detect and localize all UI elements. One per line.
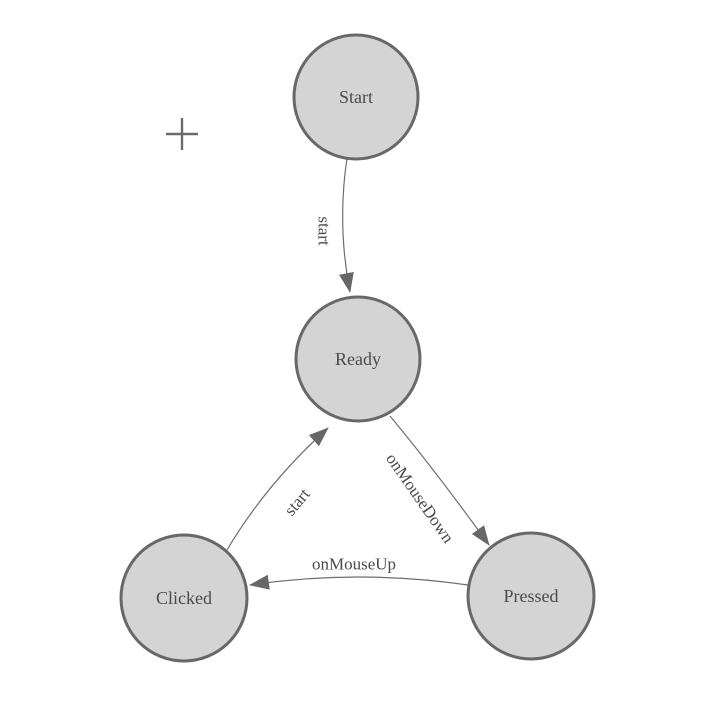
transition-ready-to-pressed[interactable]: onMouseDown: [382, 415, 490, 547]
state-node-clicked[interactable]: Clicked: [119, 533, 249, 663]
transition-label: start: [314, 216, 333, 246]
transition-label: start: [280, 485, 314, 520]
transition-pressed-to-clicked[interactable]: onMouseUp: [249, 555, 469, 590]
state-label: Start: [339, 87, 373, 107]
transition-edge[interactable]: [339, 157, 354, 293]
plus-crosshair-icon: [166, 118, 198, 150]
state-node-pressed[interactable]: Pressed: [466, 531, 596, 661]
transition-clicked-to-ready[interactable]: start: [226, 427, 329, 551]
transition-edge[interactable]: [389, 415, 490, 546]
transition-start-to-ready[interactable]: start: [314, 157, 354, 293]
transition-label: onMouseDown: [382, 450, 458, 547]
state-circle[interactable]: [294, 295, 422, 423]
states-layer: Start Ready Clicked Pressed: [119, 33, 596, 663]
state-node-start[interactable]: Start: [292, 33, 420, 161]
transition-edge[interactable]: [226, 427, 329, 551]
state-circle[interactable]: [119, 533, 249, 663]
transition-label: onMouseUp: [312, 555, 396, 574]
state-label: Ready: [335, 349, 381, 369]
state-label: Pressed: [504, 586, 559, 606]
state-node-ready[interactable]: Ready: [294, 295, 422, 423]
transition-edge[interactable]: [249, 574, 469, 590]
state-label: Clicked: [156, 588, 212, 608]
state-circle[interactable]: [292, 33, 420, 161]
state-circle[interactable]: [466, 531, 596, 661]
